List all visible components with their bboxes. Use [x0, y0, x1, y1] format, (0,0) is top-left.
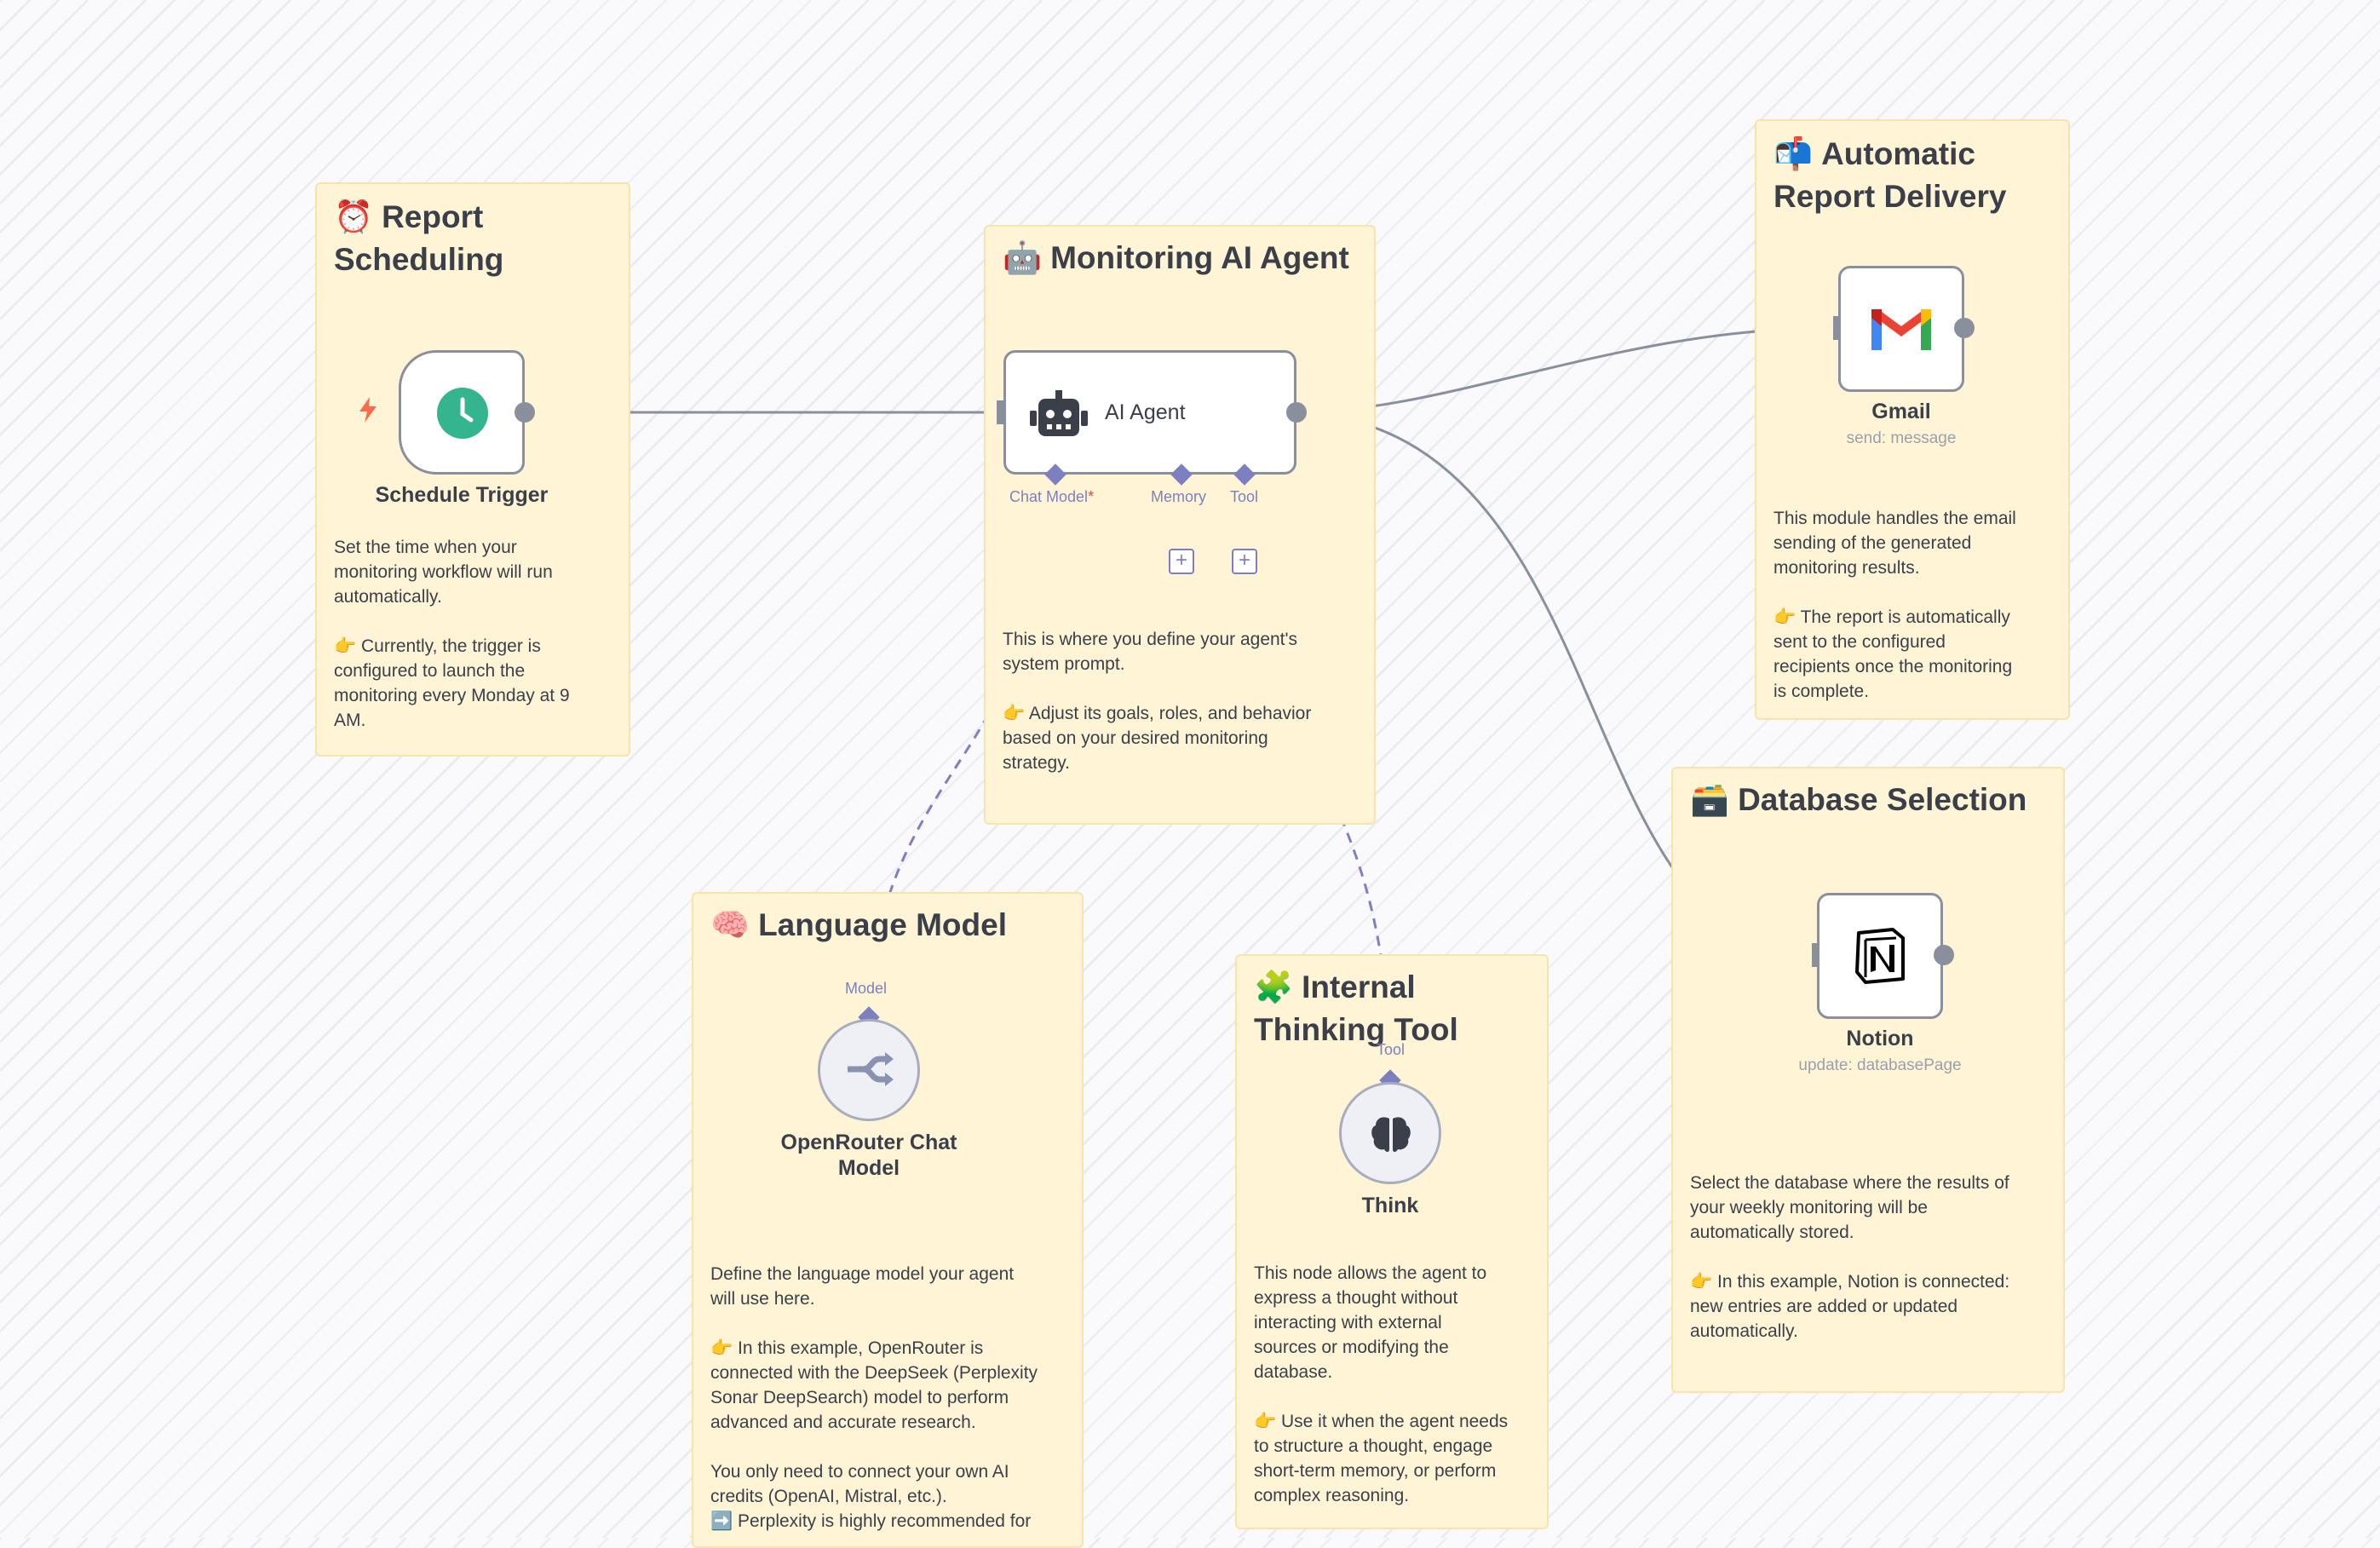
- schedule-trigger-label: Schedule Trigger: [375, 483, 549, 507]
- notion-node[interactable]: [1817, 893, 1943, 1019]
- tool-output-handle-label: Tool: [1377, 1041, 1406, 1058]
- model-handle-label: Model: [845, 980, 888, 997]
- notion-operation: update: databasePage: [1798, 1056, 1962, 1074]
- sticky-text: Define the language model your agent wil…: [710, 1264, 1038, 1531]
- sticky-text: Select the database where the results of…: [1690, 1173, 2010, 1341]
- gmail-label: Gmail: [1871, 400, 1931, 423]
- brain-icon: [1371, 1115, 1411, 1157]
- gmail-operation: send: message: [1846, 429, 1957, 447]
- alarm-clock-icon: ⏰: [334, 199, 374, 234]
- gmail-icon: [1868, 306, 1934, 358]
- trigger-output-handle[interactable]: [515, 402, 535, 423]
- puzzle-piece-icon: 🧩: [1254, 970, 1294, 1004]
- sticky-title: ⏰Report Scheduling: [334, 199, 504, 277]
- notion-icon: [1854, 928, 1908, 988]
- ai-agent-label: AI Agent: [1105, 400, 1186, 424]
- card-file-box-icon: 🗃️: [1690, 782, 1730, 817]
- sticky-text: This node allows the agent to express a …: [1254, 1263, 1509, 1505]
- tool-handle-label: Tool: [1230, 488, 1259, 505]
- gmail-input-handle[interactable]: [1833, 316, 1840, 340]
- sticky-automatic-report-delivery[interactable]: 📬Automatic Report Delivery This module h…: [1755, 119, 2070, 720]
- add-memory-button[interactable]: +: [1169, 549, 1194, 574]
- agent-input-handle[interactable]: [997, 400, 1003, 424]
- robot-emoji-icon: 🤖: [1003, 240, 1043, 275]
- memory-handle-label: Memory: [1151, 488, 1207, 505]
- ai-agent-node[interactable]: AI Agent: [1003, 350, 1296, 475]
- think-node[interactable]: [1339, 1082, 1441, 1184]
- notion-output-handle[interactable]: [1934, 945, 1954, 965]
- agent-output-handle[interactable]: [1286, 402, 1307, 423]
- sticky-report-scheduling[interactable]: ⏰Report Scheduling Set the time when you…: [315, 182, 630, 757]
- notion-label: Notion: [1846, 1027, 1914, 1050]
- sticky-title: 📬Automatic Report Delivery: [1774, 136, 2007, 214]
- gmail-node[interactable]: [1838, 266, 1964, 392]
- brain-emoji-icon: 🧠: [710, 907, 750, 942]
- sticky-title: 🧩Internal Thinking Tool: [1254, 970, 1458, 1047]
- openrouter-label: OpenRouter Chat Model: [780, 1131, 957, 1180]
- sticky-language-model[interactable]: 🧠Language Model Define the language mode…: [692, 892, 1084, 1548]
- openrouter-chat-model-node[interactable]: [818, 1019, 920, 1121]
- sticky-text: This is where you define your agent's sy…: [1003, 630, 1312, 773]
- robot-icon: [1030, 390, 1088, 444]
- sticky-database-selection[interactable]: 🗃️Database Selection Select the database…: [1671, 767, 2065, 1393]
- think-label: Think: [1361, 1194, 1419, 1217]
- sticky-title: 🗃️Database Selection: [1690, 782, 2027, 817]
- bolt-icon: [358, 397, 378, 427]
- add-tool-button[interactable]: +: [1232, 549, 1257, 574]
- sticky-monitoring-ai-agent[interactable]: 🤖Monitoring AI Agent This is where you d…: [984, 225, 1376, 825]
- edge-agent-to-gmail[interactable]: [1296, 326, 1832, 414]
- notion-input-handle[interactable]: [1812, 943, 1819, 967]
- sticky-title: 🧠Language Model: [710, 907, 1007, 942]
- chat-model-handle-label: Chat Model*: [1009, 488, 1095, 505]
- clock-icon: [437, 388, 488, 439]
- gmail-output-handle[interactable]: [1954, 318, 1975, 338]
- sticky-text: Set the time when your monitoring workfl…: [334, 538, 570, 730]
- mailbox-icon: 📬: [1774, 136, 1814, 171]
- schedule-trigger-node[interactable]: [399, 350, 525, 475]
- sticky-text: This module handles the email sending of…: [1774, 509, 2016, 701]
- openrouter-icon: [846, 1052, 894, 1091]
- sticky-title: 🤖Monitoring AI Agent: [1003, 240, 1349, 275]
- sticky-internal-thinking-tool[interactable]: 🧩Internal Thinking Tool This node allows…: [1235, 954, 1549, 1529]
